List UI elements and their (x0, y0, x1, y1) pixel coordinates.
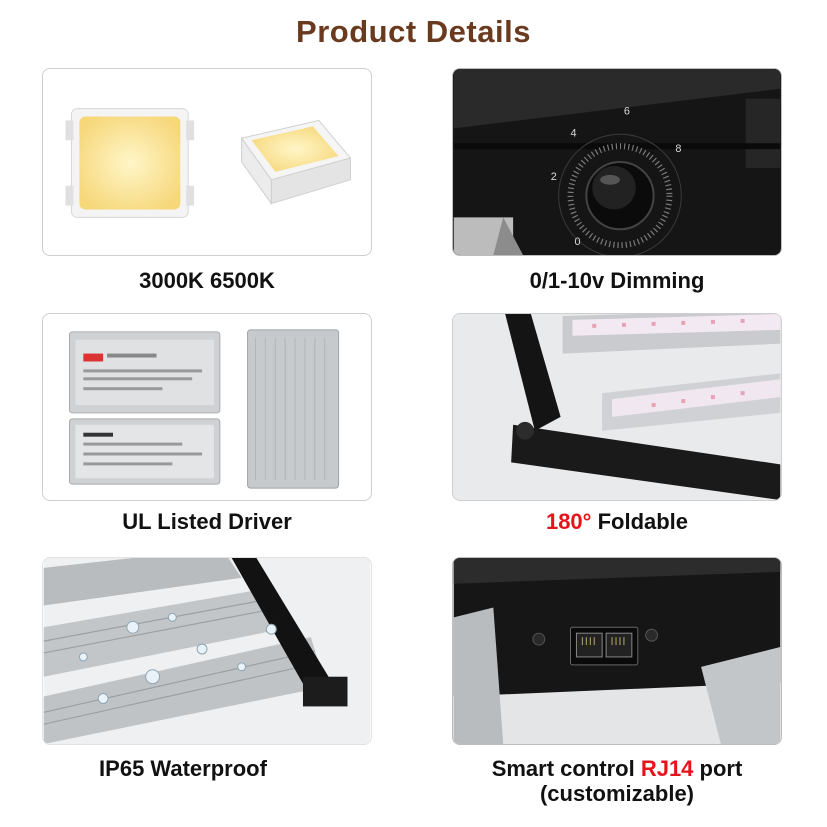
caption-foldable-highlight: 180° (545, 509, 592, 534)
caption-rj14-line1: Smart control RJ14 port (432, 756, 802, 781)
caption-rj14-line2: (customizable) (539, 781, 695, 806)
caption-dimming: 0/1-10v Dimming (529, 268, 705, 293)
caption-waterproof: IP65 Waterproof (99, 756, 267, 781)
foldable-image (452, 313, 782, 501)
caption-rj14-port: Smart control RJ14 port (customizable) (432, 756, 802, 806)
led-chip-image (42, 68, 372, 256)
dial-mark-0: 0 (574, 236, 580, 248)
dimmer-knob-image: 0 2 4 6 8 (452, 68, 782, 256)
caption-driver: UL Listed Driver (122, 509, 292, 534)
caption-rj14-post: port (693, 756, 743, 781)
waterproof-image (42, 557, 372, 745)
dial-mark-6: 6 (624, 106, 630, 118)
page-title: Product Details (296, 14, 531, 49)
caption-rj14-pre: Smart control (491, 756, 641, 781)
rj14-port-image (452, 557, 782, 745)
driver-image (42, 313, 372, 501)
dial-mark-4: 4 (571, 127, 577, 139)
dial-mark-2: 2 (551, 171, 557, 183)
caption-foldable-rest: Foldable (591, 509, 689, 534)
caption-foldable: 180° Foldable (432, 509, 802, 534)
caption-rj14-highlight: RJ14 (640, 756, 694, 781)
caption-color-temperature: 3000K 6500K (139, 268, 275, 293)
dial-mark-8: 8 (675, 143, 681, 155)
